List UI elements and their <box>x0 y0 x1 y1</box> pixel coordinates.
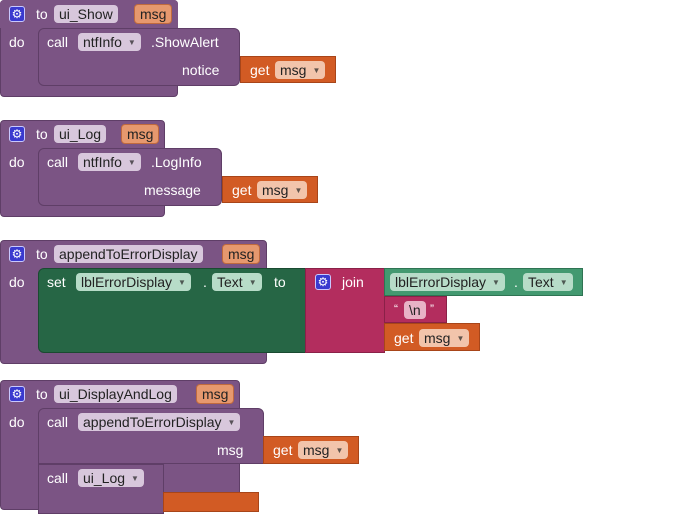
dropdown-arrow-icon: ▼ <box>559 278 568 287</box>
component-dropdown[interactable]: lblErrorDisplay ▼ <box>76 273 191 291</box>
dropdown-arrow-icon: ▼ <box>456 334 465 343</box>
method-name: .ShowAlert <box>151 34 219 50</box>
component-name: lblErrorDisplay <box>81 274 173 290</box>
keyword-get: get <box>232 182 252 198</box>
var-name: msg <box>262 182 289 198</box>
procedure-name-field[interactable]: appendToErrorDisplay <box>54 245 203 263</box>
property-name: Text <box>528 274 554 290</box>
dropdown-arrow-icon: ▼ <box>312 66 321 75</box>
dropdown-arrow-icon: ▼ <box>127 38 136 47</box>
gear-icon[interactable]: ⚙ <box>9 6 25 22</box>
var-name: msg <box>280 62 307 78</box>
var-name: msg <box>303 442 330 458</box>
arg-label: message <box>144 182 201 198</box>
keyword-do: do <box>9 154 25 170</box>
keyword-call: call <box>47 34 69 50</box>
property-dropdown[interactable]: Text ▼ <box>523 273 573 291</box>
param-msg[interactable]: msg <box>121 124 160 144</box>
param-msg[interactable]: msg <box>134 4 173 24</box>
keyword-to: to <box>36 386 48 402</box>
dropdown-arrow-icon: ▼ <box>492 278 500 287</box>
keyword-do: do <box>9 414 25 430</box>
component-name: lblErrorDisplay <box>395 274 487 290</box>
dot: . <box>514 274 518 290</box>
keyword-get: get <box>273 442 293 458</box>
keyword-to: to <box>36 6 48 22</box>
get-block-partial[interactable] <box>163 492 259 512</box>
dot: . <box>203 274 207 290</box>
dropdown-arrow-icon: ▼ <box>131 474 139 483</box>
var-dropdown[interactable]: msg ▼ <box>275 61 326 79</box>
keyword-to: to <box>36 246 48 262</box>
dropdown-arrow-icon: ▼ <box>248 278 257 287</box>
keyword-to: to <box>274 274 286 290</box>
component-name: ntfInfo <box>83 154 122 170</box>
dropdown-arrow-icon: ▼ <box>294 186 303 195</box>
keyword-get: get <box>394 330 414 346</box>
keyword-get: get <box>250 62 270 78</box>
procedure-name-field[interactable]: ui_Show <box>54 5 118 23</box>
component-dropdown[interactable]: ntfInfo ▼ <box>78 33 141 51</box>
property-name: Text <box>217 274 243 290</box>
arg-label: msg <box>217 442 244 458</box>
quote-close: ” <box>430 302 434 316</box>
var-dropdown[interactable]: msg ▼ <box>419 329 470 347</box>
dropdown-arrow-icon: ▼ <box>178 278 186 287</box>
quote-open: “ <box>394 302 398 316</box>
keyword-call: call <box>47 470 69 486</box>
gear-icon[interactable]: ⚙ <box>315 274 331 290</box>
keyword-call: call <box>47 414 69 430</box>
property-dropdown[interactable]: Text ▼ <box>212 273 262 291</box>
gear-icon[interactable]: ⚙ <box>9 386 25 402</box>
method-name: .LogInfo <box>151 154 202 170</box>
gear-icon[interactable]: ⚙ <box>9 126 25 142</box>
param-msg[interactable]: msg <box>196 384 235 404</box>
var-dropdown[interactable]: msg ▼ <box>298 441 349 459</box>
procedure-name: ui_Log <box>83 470 126 486</box>
procedure-name: appendToErrorDisplay <box>83 414 222 430</box>
dropdown-arrow-icon: ▼ <box>335 446 344 455</box>
keyword-join: join <box>342 274 364 290</box>
var-dropdown[interactable]: msg ▼ <box>257 181 308 199</box>
param-msg[interactable]: msg <box>222 244 261 264</box>
keyword-to: to <box>36 126 48 142</box>
procedure-name-field[interactable]: ui_Log <box>54 125 107 143</box>
procedure-dropdown[interactable]: ui_Log ▼ <box>78 469 144 487</box>
var-name: msg <box>424 330 451 346</box>
component-name: ntfInfo <box>83 34 122 50</box>
keyword-set: set <box>47 274 66 290</box>
keyword-do: do <box>9 34 25 50</box>
keyword-call: call <box>47 154 69 170</box>
component-dropdown[interactable]: ntfInfo ▼ <box>78 153 141 171</box>
string-field[interactable]: \n <box>404 301 426 319</box>
procedure-dropdown[interactable]: appendToErrorDisplay ▼ <box>78 413 241 431</box>
component-dropdown[interactable]: lblErrorDisplay ▼ <box>390 273 505 291</box>
dropdown-arrow-icon: ▼ <box>127 158 136 167</box>
procedure-name-field[interactable]: ui_DisplayAndLog <box>54 385 177 403</box>
dropdown-arrow-icon: ▼ <box>227 418 236 427</box>
gear-icon[interactable]: ⚙ <box>9 246 25 262</box>
keyword-do: do <box>9 274 25 290</box>
arg-label: notice <box>182 62 220 78</box>
